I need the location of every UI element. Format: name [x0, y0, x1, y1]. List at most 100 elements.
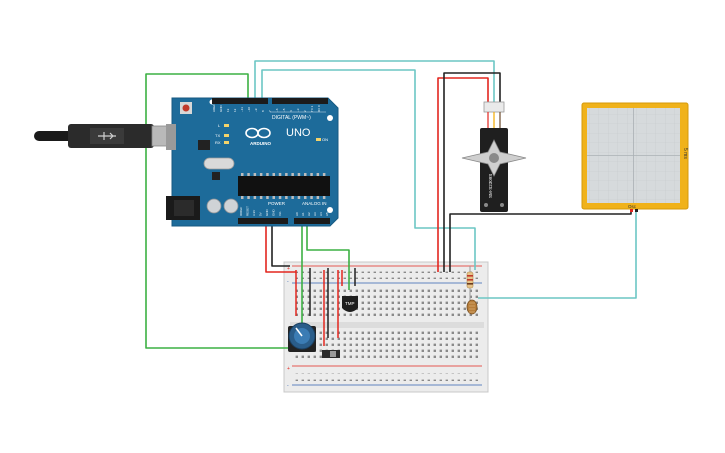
chip-pin [259, 173, 263, 176]
rail-minus-label-bottom: - [287, 383, 289, 389]
pin-label: A5 [325, 212, 329, 216]
resistor[interactable] [466, 266, 474, 300]
pin-label: 13 [226, 108, 230, 112]
pin-label: TX 1 [310, 105, 314, 112]
wire-teal-scope[interactable] [478, 211, 637, 299]
pin-label: ~5 [282, 108, 286, 112]
power-header[interactable] [238, 218, 288, 224]
pin-label: AREF [212, 104, 216, 112]
chip-pin [253, 196, 257, 199]
lower-terminal-block [294, 331, 480, 361]
chip-pin [316, 196, 320, 199]
scope-ground-pin[interactable] [635, 209, 638, 212]
pin-label: 5V [259, 212, 263, 216]
slide-switch[interactable] [322, 350, 340, 358]
wires [145, 60, 637, 349]
pin-label: RESET [246, 206, 250, 216]
chip-pin [241, 196, 244, 199]
crystal-oscillator [203, 157, 235, 170]
pin-label: ~9 [254, 108, 258, 112]
chip-pin [291, 196, 294, 199]
potentiometer[interactable] [288, 322, 316, 352]
chip-pin [285, 196, 288, 199]
wire-red-5v[interactable] [265, 222, 296, 273]
wire-red-servo[interactable] [437, 77, 489, 272]
chip-pin [297, 173, 301, 176]
chip-pin [304, 173, 307, 176]
pin-label: GND [272, 209, 276, 217]
servo-shaft [489, 153, 499, 163]
usb-icon [98, 132, 116, 140]
pin-label: 7 [268, 110, 272, 112]
wire-teal-sensor[interactable] [261, 69, 476, 270]
capacitor-1 [206, 198, 222, 214]
scope-probe-pin[interactable] [630, 209, 633, 212]
chip-pin [247, 196, 250, 199]
pin-label: IOREF [239, 207, 243, 216]
power-label: POWER [268, 201, 286, 206]
chip-pin [266, 173, 269, 176]
digital-header-2[interactable] [272, 98, 328, 104]
pin-label: GND [219, 105, 223, 113]
usb-chip [198, 140, 210, 150]
top-rail-holes [294, 269, 480, 273]
servo-connector[interactable] [483, 101, 505, 113]
analog-in-label: ANALOG IN [302, 201, 327, 206]
switch-slider[interactable] [330, 351, 336, 357]
chip-pin [297, 196, 301, 199]
digital-pwm-label: DIGITAL (PWM~) [272, 115, 311, 121]
pin-label: A2 [307, 212, 311, 216]
rail-minus-label: - [287, 279, 289, 285]
pin-label: Vin [278, 211, 282, 216]
digital-header-1[interactable] [212, 98, 268, 104]
status-leds: L TX RX ON [215, 123, 328, 145]
pin-label: ~10 [247, 107, 251, 112]
servo-motor[interactable]: SM-S2309S [461, 101, 527, 212]
photoresistor[interactable] [466, 299, 478, 315]
pin-label: A0 [295, 212, 299, 216]
usb-cable[interactable] [34, 124, 175, 148]
wire-black-scope[interactable] [449, 211, 632, 272]
led-label-tx: TX [215, 133, 220, 138]
bottom-rail-holes-2 [294, 377, 480, 381]
pin-label: 12 [233, 108, 237, 112]
pin-label: A4 [319, 212, 323, 216]
pin-label: A1 [301, 212, 305, 216]
chip-pin [278, 196, 282, 199]
wire-green-analog-2[interactable] [306, 222, 350, 290]
wire-teal-servo[interactable] [254, 60, 495, 102]
mount-hole [327, 115, 333, 121]
rail-plus-label: + [287, 266, 290, 272]
pin-label: ~6 [275, 108, 279, 112]
servo-model-label: SM-S2309S [488, 174, 493, 198]
wire-black-gnd[interactable] [271, 222, 290, 267]
analog-header[interactable] [294, 218, 330, 224]
led-label-l: L [218, 123, 221, 128]
arduino-brand-label: ARDUINO [250, 141, 271, 146]
chip-pin [285, 173, 288, 176]
wire-black-servo[interactable] [443, 72, 501, 272]
scope-time-label: 5 ms [682, 148, 688, 159]
chip-pins [241, 173, 326, 199]
reset-button-cap[interactable] [182, 104, 190, 112]
scope-osc-label: Osc [628, 204, 637, 209]
chip-pin [241, 173, 244, 176]
mount-hole [327, 207, 333, 213]
chip-pin [322, 173, 326, 176]
bottom-rail-holes [294, 370, 480, 374]
chip-pin [310, 196, 313, 199]
temperature-sensor[interactable]: TMP [342, 296, 358, 312]
oscilloscope[interactable]: 5 ms Osc [581, 102, 689, 212]
led-label-rx: RX [215, 140, 221, 145]
wire-green-digital[interactable] [145, 73, 290, 349]
chip-pin [259, 196, 263, 199]
small-ic [212, 172, 220, 180]
chip-pin [310, 173, 313, 176]
chip-pin [291, 173, 294, 176]
top-rail-holes-2 [294, 275, 480, 279]
atmega-chip [238, 176, 330, 196]
